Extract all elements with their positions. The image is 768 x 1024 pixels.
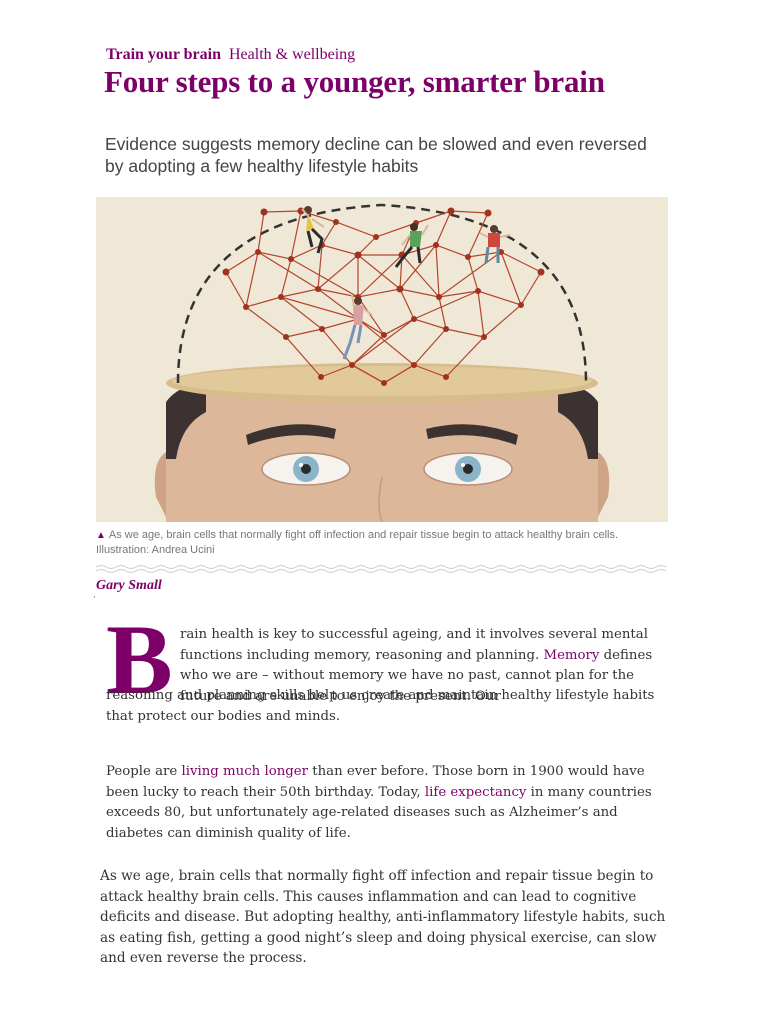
climber-yellow — [301, 206, 325, 254]
climber-pink — [342, 294, 373, 360]
paragraph-2-middle: than ever before. Those born in 1900 wou… — [106, 764, 645, 800]
brain-illustration-graphic — [96, 197, 668, 522]
paragraph-1-after-memory: defines who we are – without memory we h… — [180, 647, 653, 704]
paragraph-2-start: People are — [106, 764, 182, 779]
standfirst: Evidence suggests memory decline can be … — [105, 134, 647, 176]
series-link[interactable]: Train your brain — [106, 46, 221, 63]
drop-cap: B — [106, 604, 173, 715]
caption-credit: Illustration: Andrea Ucini — [96, 544, 215, 556]
byline-tick-icon: ˌ — [93, 590, 96, 600]
paragraph-2-end: in many countries exceeds 80, but unfort… — [106, 784, 652, 841]
memory-link[interactable]: Memory — [543, 647, 600, 663]
image-caption: ▲As we age, brain cells that normally fi… — [96, 528, 676, 557]
author-byline[interactable]: Gary Small — [96, 578, 162, 593]
paragraph-1-intro: rain health is key to successful ageing,… — [180, 625, 660, 707]
climber-red — [479, 225, 511, 264]
article-headline: Four steps to a younger, smarter brain — [104, 64, 605, 99]
kicker: Train your brain Health & wellbeing — [106, 46, 355, 64]
climber-green — [394, 223, 429, 268]
article-illustration — [96, 197, 668, 522]
living-longer-link[interactable]: living much longer — [181, 764, 309, 779]
section-link[interactable]: Health & wellbeing — [228, 46, 356, 63]
wavy-divider — [96, 565, 667, 573]
caption-text: As we age, brain cells that normally fig… — [108, 529, 619, 541]
paragraph-1-rest: reasoning and planning skills help us cr… — [106, 688, 655, 724]
life-expectancy-link[interactable]: life expectancy — [424, 784, 527, 800]
paragraph-1-line-1: rain health is key to successful ageing,… — [180, 627, 648, 663]
paragraph-3: As we age, brain cells that normally fig… — [100, 868, 666, 967]
caption-triangle-icon: ▲ — [96, 530, 106, 541]
paragraph-2: People are living much longer than ever … — [106, 762, 666, 844]
